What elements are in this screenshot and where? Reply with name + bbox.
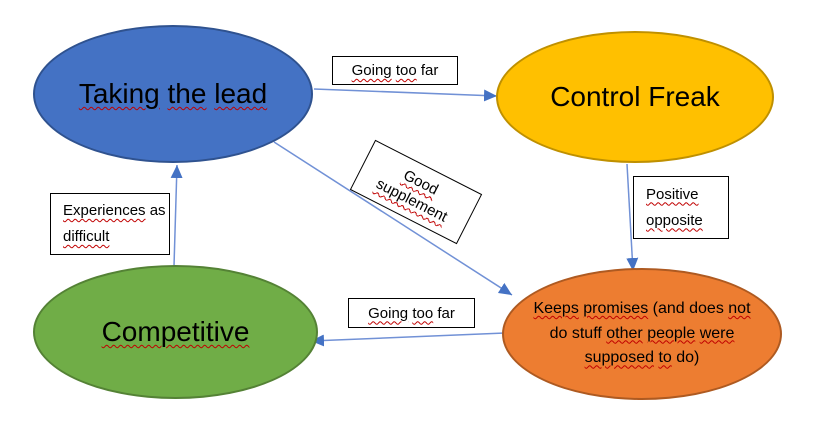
edge-control-freak-to-keeps-promises[interactable] <box>626 163 639 272</box>
node-taking-the-lead-label: Taking the lead <box>78 77 268 109</box>
edge-label-positive-opposite[interactable]: Positive opposite <box>633 176 729 239</box>
edge-label-going-too-far-bottom-text: Going too far <box>368 304 455 322</box>
node-competitive[interactable]: Competitive <box>33 265 318 399</box>
edge-label-experiences-as-difficult[interactable]: Experiences as difficult <box>50 193 170 255</box>
node-control-freak[interactable]: Control Freak <box>496 31 774 163</box>
edge-taking-lead-to-keeps-promises[interactable] <box>273 141 513 296</box>
node-control-freak-label: Control Freak <box>550 80 720 112</box>
edge-label-going-too-far-top[interactable]: Going too far <box>332 56 458 85</box>
edge-competitive-to-taking-lead[interactable] <box>170 164 183 267</box>
edge-label-going-too-far-top-text: Going too far <box>351 62 439 79</box>
node-taking-the-lead[interactable]: Taking the lead <box>33 25 313 163</box>
edge-keeps-promises-to-competitive[interactable] <box>310 332 506 347</box>
node-keeps-promises-label: Keeps promises (and does not do stuff ot… <box>533 299 751 367</box>
edge-taking-lead-to-control-freak[interactable] <box>313 88 498 102</box>
node-keeps-promises[interactable]: Keeps promises (and does not do stuff ot… <box>502 268 782 400</box>
edge-label-positive-opposite-text: Positive opposite <box>646 185 703 229</box>
node-competitive-label: Competitive <box>101 315 250 347</box>
edge-label-going-too-far-bottom[interactable]: Going too far <box>348 298 475 328</box>
edge-label-experiences-as-difficult-text: Experiences as difficult <box>63 202 166 245</box>
